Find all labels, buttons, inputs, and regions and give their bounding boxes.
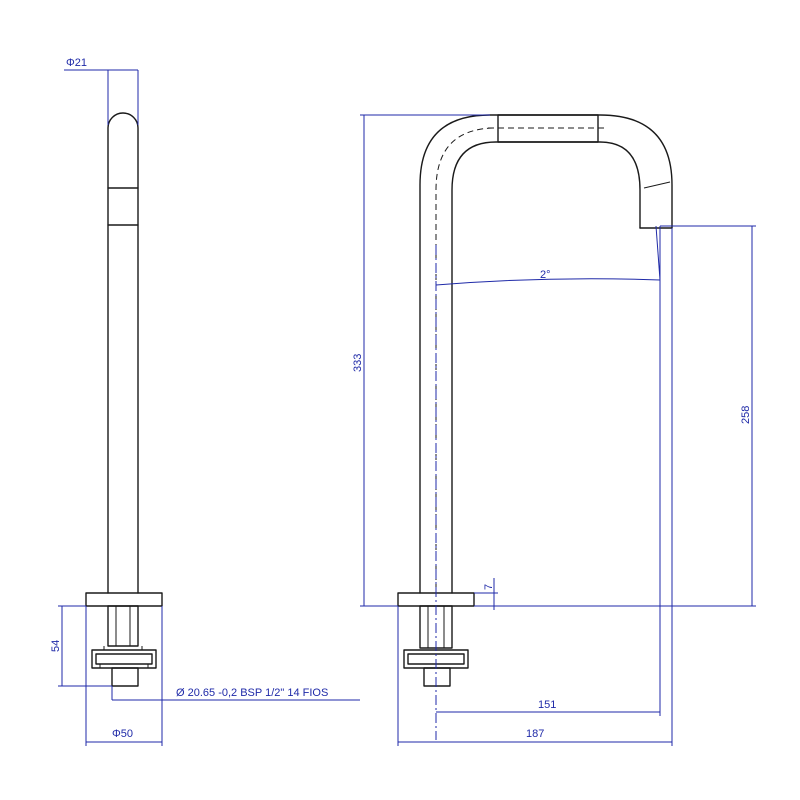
front-view-thread-end (423, 667, 451, 687)
side-view-shank (107, 605, 139, 647)
flange-thickness-label: 7 (483, 584, 495, 590)
angle-arc (435, 278, 661, 286)
reach-label: 151 (538, 699, 556, 711)
side-view-thread-end (111, 667, 139, 687)
front-view-spout-inner (451, 141, 641, 594)
front-view-aerator-line (643, 181, 671, 189)
side-view-nut-teeth (99, 646, 149, 668)
side-height-label: 54 (50, 640, 62, 652)
angle-label: 2° (540, 269, 551, 281)
front-view: 333 258 2° 7 151 187 (352, 114, 756, 746)
overall-length-label: 187 (526, 728, 544, 740)
side-view-lock-nut (91, 649, 157, 669)
outlet-height-label: 258 (740, 406, 752, 424)
total-height-label: 333 (352, 354, 364, 372)
front-view-tube-centerline (435, 127, 497, 590)
angle-ref-line (655, 225, 661, 281)
front-view-spout-outer (419, 114, 673, 594)
side-view-spout (107, 112, 139, 594)
side-view: Φ21 54 Ø 20.65 -0,2 BSP 1/2" 14 FIOS Φ50 (50, 57, 360, 746)
side-view-flange (85, 592, 163, 607)
base-diameter-label: Φ50 (112, 728, 133, 740)
front-view-lock-nut (403, 649, 469, 669)
side-diameter-label: Φ21 (66, 57, 87, 69)
thread-spec-label: Ø 20.65 -0,2 BSP 1/2" 14 FIOS (176, 687, 328, 699)
